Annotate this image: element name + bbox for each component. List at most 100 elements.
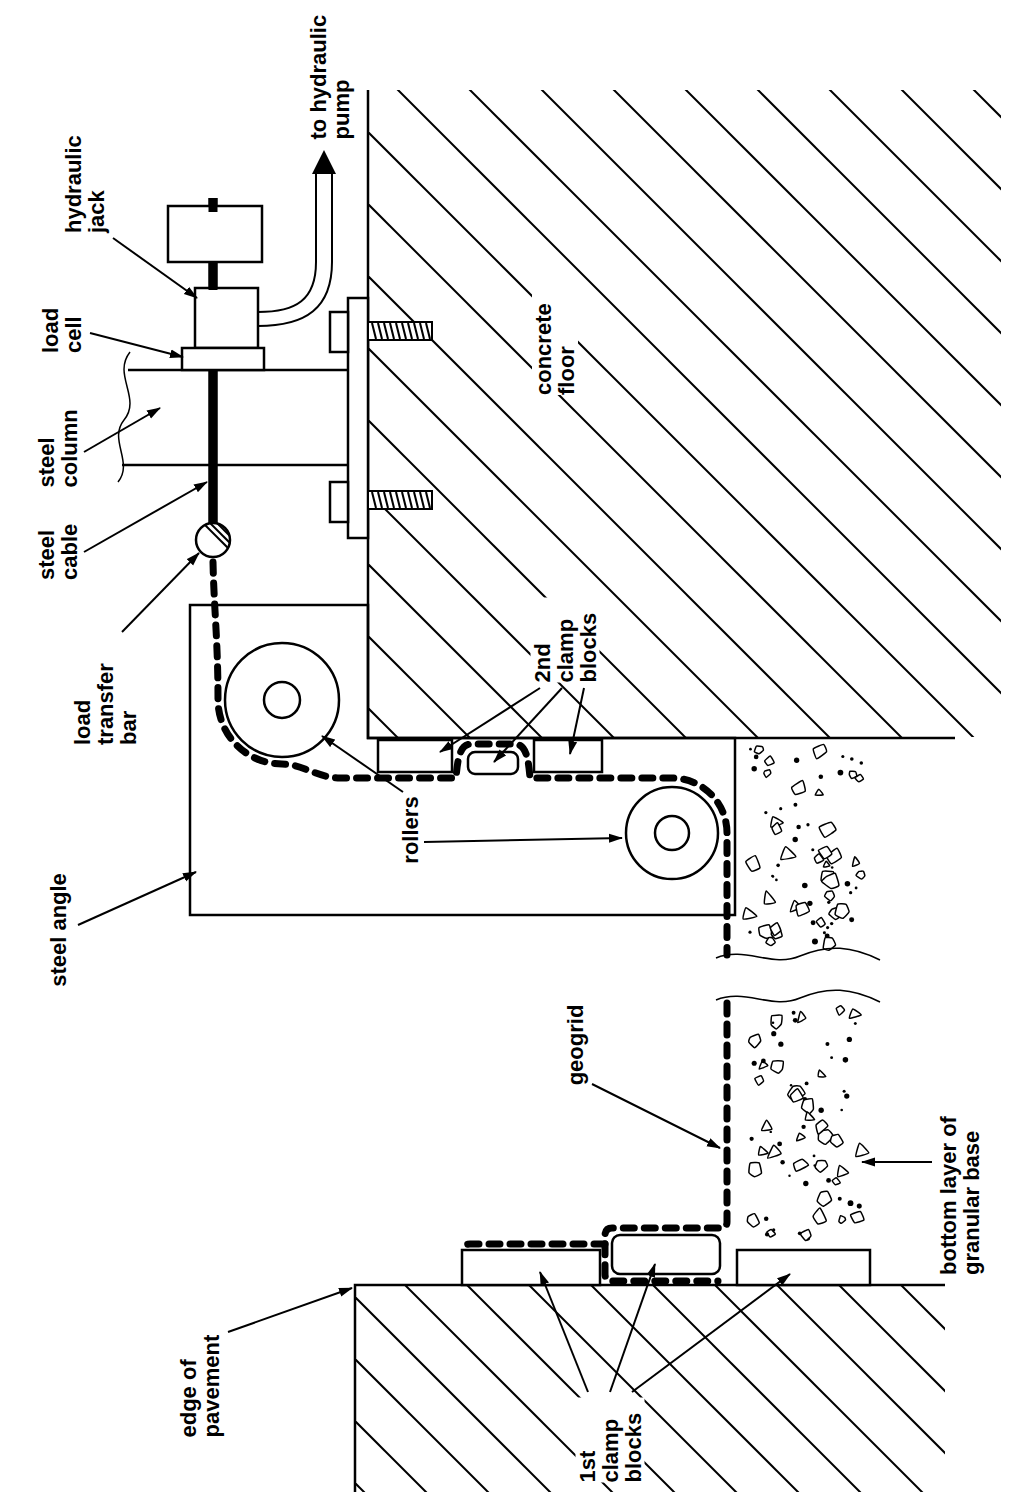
pavement-hatch <box>754 1286 945 1492</box>
granular-base <box>856 1143 869 1156</box>
granular-base <box>779 807 782 810</box>
leader-arrow <box>78 872 196 925</box>
granular-base <box>765 1232 769 1236</box>
leader-arrow <box>122 553 199 632</box>
granular-base <box>838 1197 842 1201</box>
anchor-bolt <box>396 323 400 339</box>
granular-base <box>761 1059 766 1064</box>
pavement-hatch <box>444 1286 844 1492</box>
anchor-bolt <box>390 323 394 339</box>
granular-base <box>853 857 860 867</box>
leader-arrow <box>494 688 562 762</box>
hydraulic-pipe <box>258 172 316 312</box>
granular-base <box>816 917 825 927</box>
anchor-bolt <box>378 323 382 339</box>
anchor-bolt <box>426 323 430 339</box>
granular-base <box>832 1178 840 1185</box>
part-label: steel angle <box>47 873 70 987</box>
leader-arrow <box>632 1274 790 1392</box>
part-label: load cell <box>39 283 85 353</box>
anchor-bolt <box>402 323 406 339</box>
anchor-bolt <box>414 323 418 339</box>
granular-base <box>847 1037 852 1042</box>
granular-base <box>825 891 835 901</box>
first-clamp-block <box>612 1235 720 1274</box>
granular-base <box>803 1181 808 1186</box>
leader-arrow <box>540 1272 588 1392</box>
break-line <box>716 948 880 1002</box>
granular-base <box>792 1011 796 1015</box>
geogrid-line <box>462 1244 605 1250</box>
pipe-arrow <box>312 150 336 174</box>
granular-base <box>790 1089 803 1102</box>
granular-base <box>768 1145 781 1158</box>
load-transfer-bar <box>257 500 317 560</box>
concrete-hatch <box>369 90 488 737</box>
granular-base <box>798 1011 806 1022</box>
granular-base <box>825 1042 829 1046</box>
granular-base <box>807 901 812 906</box>
granular-base <box>817 1191 831 1206</box>
anchor-bolt <box>420 492 424 508</box>
anchor-bolt <box>384 323 388 339</box>
pavement-hatch <box>356 1286 658 1492</box>
granular-base <box>843 1090 846 1093</box>
granular-base <box>777 1142 782 1147</box>
concrete-hatch <box>369 90 1001 737</box>
granular-base <box>811 848 814 851</box>
concrete-hatch <box>956 90 1001 737</box>
hydraulic-pipe <box>258 172 332 326</box>
granular-base <box>749 1034 761 1048</box>
load-transfer-bar <box>243 500 303 560</box>
granular-base <box>816 1120 828 1134</box>
leader-arrow <box>570 688 584 754</box>
part-label: steel column <box>35 393 81 488</box>
granular-base <box>843 1057 849 1063</box>
anchor-bolt <box>402 492 406 508</box>
granular-base <box>815 1161 827 1173</box>
anchor-bolt <box>408 492 412 508</box>
part-label: to hydraulic pump <box>307 5 353 140</box>
base-plate <box>330 298 368 538</box>
granular-base <box>792 837 797 842</box>
granular-base <box>838 1165 849 1176</box>
base-plate <box>348 298 368 538</box>
steel-angle <box>190 605 735 915</box>
granular-base <box>772 823 782 835</box>
granular-base <box>771 1061 783 1073</box>
granular-base <box>819 822 836 837</box>
granular-base <box>818 1070 826 1077</box>
anchor-bolt <box>368 322 432 340</box>
load-transfer-bar <box>250 500 310 560</box>
pavement-hatch <box>630 1286 945 1492</box>
granular-base <box>841 755 844 758</box>
granular-base <box>771 1031 776 1036</box>
concrete-hatch <box>369 90 1001 737</box>
leader-arrow <box>113 238 197 298</box>
granular-base <box>826 926 829 929</box>
granular-base <box>806 823 809 826</box>
anchor-bolt <box>408 323 412 339</box>
leader-arrow <box>84 408 160 452</box>
granular-base <box>772 875 775 878</box>
leader-arrow <box>90 333 183 357</box>
load-transfer-bar <box>180 500 240 560</box>
anchor-bolt <box>368 322 432 509</box>
granular-base <box>855 775 864 782</box>
load-transfer-bar <box>194 500 254 560</box>
load-transfer-bar <box>208 500 268 560</box>
leader-arrow <box>322 736 403 792</box>
granular-base <box>819 775 824 780</box>
granular-base <box>776 864 780 868</box>
granular-base <box>766 937 775 945</box>
pipe-arrow <box>312 150 336 174</box>
granular-base <box>796 825 801 830</box>
concrete-hatch <box>668 90 1001 737</box>
granular-base <box>830 1134 843 1147</box>
granular-base <box>748 931 751 934</box>
hydraulic-pipe <box>258 172 332 326</box>
load-transfer-bar <box>201 500 261 560</box>
granular-base <box>772 1021 775 1024</box>
first-clamp-block <box>462 1250 600 1285</box>
